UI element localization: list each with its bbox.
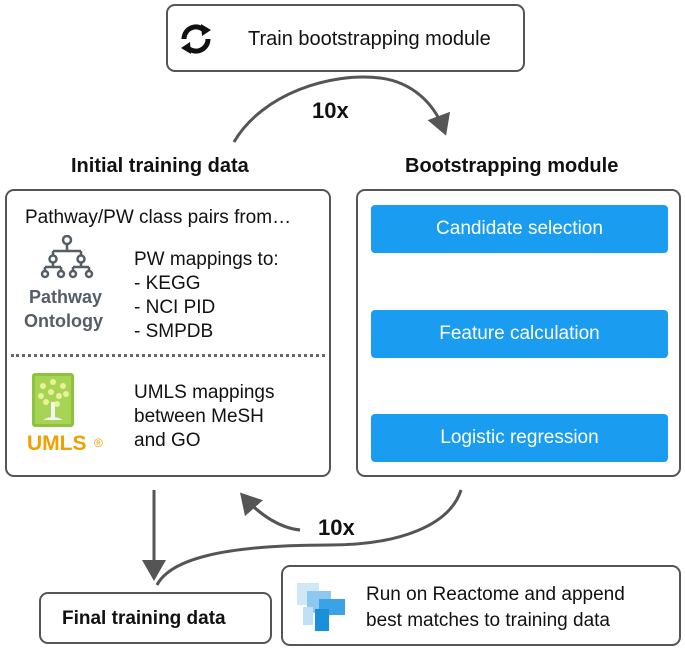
loop-bottom-label: 10x xyxy=(318,515,355,540)
umls-mappings-line: and GO xyxy=(134,430,201,451)
pw-mapping-item: - NCI PID xyxy=(134,297,216,318)
pathway-logo-line2: Ontology xyxy=(24,311,103,331)
train-module-label: Train bootstrapping module xyxy=(248,28,491,50)
reactome-logo-icon xyxy=(295,579,351,635)
intro-text: Pathway/PW class pairs from… xyxy=(25,207,292,228)
tree-book-icon xyxy=(31,372,75,428)
initial-heading: Initial training data xyxy=(71,155,249,177)
umls-registered-mark: ® xyxy=(94,436,103,450)
step-candidate-selection: Candidate selection xyxy=(371,205,668,253)
pw-mapping-item: - SMPDB xyxy=(134,321,214,342)
pw-mapping-item: - KEGG xyxy=(134,273,201,294)
final-data-box: Final training data xyxy=(39,592,272,644)
dotted-divider xyxy=(11,354,325,357)
pw-mappings-title: PW mappings to: xyxy=(134,249,279,270)
step-logistic-regression: Logistic regression xyxy=(371,414,668,462)
loop-top-label: 10x xyxy=(312,98,349,123)
umls-logo-text: UMLS xyxy=(27,432,87,455)
umls-mappings-line: UMLS mappings xyxy=(134,382,275,403)
initial-data-box: Pathway/PW class pairs from… Pathway Ont… xyxy=(5,189,331,477)
sync-arrows-icon xyxy=(176,19,216,59)
bootstrap-heading: Bootstrapping module xyxy=(405,155,619,177)
reactome-line: best matches to training data xyxy=(366,610,610,631)
hierarchy-tree-icon xyxy=(39,234,95,279)
final-data-label: Final training data xyxy=(62,608,226,629)
umls-mappings-line: between MeSH xyxy=(134,406,264,427)
reactome-line: Run on Reactome and append xyxy=(366,584,625,605)
train-module-box: Train bootstrapping module xyxy=(166,4,525,72)
reactome-box: Run on Reactome and append best matches … xyxy=(281,565,681,646)
pathway-logo-line1: Pathway xyxy=(29,287,103,307)
step-feature-calculation: Feature calculation xyxy=(371,310,668,358)
